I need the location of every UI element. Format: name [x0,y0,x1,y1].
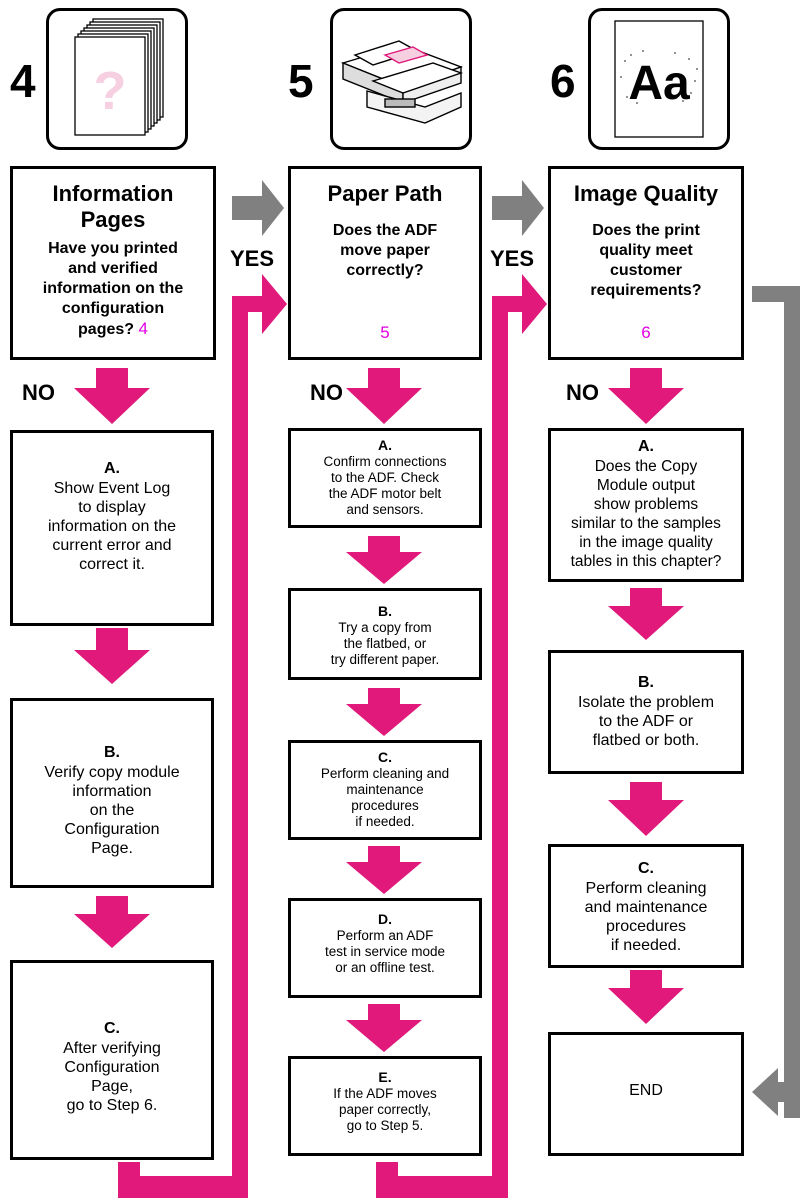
step-5c-box: C. Perform cleaning and maintenance proc… [288,740,482,840]
box-text: Isolate the problem to the ADF or flatbe… [577,694,715,749]
step-4c-box: C. After verifying Configuration Page, g… [10,960,214,1160]
scanner-adf-icon [330,8,472,150]
box-label: C. [378,749,392,765]
gray-arrow-5-to-6 [492,180,544,236]
no-label-5: NO [310,380,343,405]
gray-arrow-4-to-5 [232,180,284,236]
svg-text:?: ? [94,61,127,121]
step-6a-box: A. Does the Copy Module output show prob… [548,428,744,582]
box-question: Does the print quality meet customer req… [590,222,702,299]
step-5a-box: A. Confirm connections to the ADF. Check… [288,428,482,528]
ref-number: 4 [138,319,148,338]
box-text: Verify copy module information on the Co… [44,764,180,857]
magenta-path-4-to-5 [118,274,287,1198]
box-label: B. [638,674,654,691]
step-number-5: 5 [288,55,314,107]
ref-number: 6 [641,323,651,342]
box-question: Have you printed and verified informatio… [42,240,184,338]
box-text: Perform cleaning and maintenance procedu… [584,880,708,954]
box-title: Paper Path [327,181,443,206]
step-box-paper-path: Paper Path Does the ADF move paper corre… [288,166,482,360]
box-title: Image Quality [573,181,719,206]
box-label: B. [378,603,392,619]
down-arrows-col5 [346,368,422,1052]
no-label-4: NO [22,380,55,405]
yes-label-5: YES [490,246,535,271]
box-text: Perform cleaning and maintenance procedu… [320,766,450,829]
end-box: END [548,1032,744,1156]
box-label: A. [638,438,654,455]
yes-label-4: YES [230,246,275,271]
step-4a-box: A. Show Event Log to display information… [10,430,214,626]
gray-path-end [752,286,800,1118]
box-label: D. [378,911,392,927]
box-text: If the ADF moves paper correctly, go to … [333,1086,437,1133]
box-question: Does the ADF move paper correctly? [332,222,438,279]
box-text: Try a copy from the flatbed, or try diff… [330,620,440,667]
step-5e-box: E. If the ADF moves paper correctly, go … [288,1056,482,1156]
box-label: C. [638,860,654,877]
no-label-6: NO [566,380,599,405]
svg-text:Aa: Aa [628,57,690,110]
step-5b-box: B. Try a copy from the flatbed, or try d… [288,588,482,680]
box-label: B. [104,744,120,761]
box-text: Perform an ADF test in service mode or a… [324,928,446,975]
down-arrows-col6 [608,368,684,1024]
magenta-path-5-to-6 [376,274,547,1198]
box-label: C. [104,1020,120,1037]
image-quality-aa-icon: Aa [588,8,730,150]
step-4b-box: B. Verify copy module information on the… [10,698,214,888]
box-text: Show Event Log to display information on… [47,480,177,573]
box-text: After verifying Configuration Page, go t… [63,1040,161,1114]
step-number-4: 4 [10,55,36,107]
box-label: E. [378,1069,392,1085]
ref-number: 5 [380,323,390,342]
box-label: A. [104,460,120,477]
step-number-6: 6 [550,55,576,107]
step-box-image-quality: Image Quality Does the print quality mee… [548,166,744,360]
stacked-pages-question-icon: ? [46,8,188,150]
box-text: Confirm connections to the ADF. Check th… [323,454,447,517]
step-6b-box: B. Isolate the problem to the ADF or fla… [548,650,744,774]
end-label: END [629,1082,663,1099]
down-arrows-col4 [74,368,150,948]
box-text: Does the Copy Module output show problem… [570,458,722,570]
box-label: A. [378,437,392,453]
step-5d-box: D. Perform an ADF test in service mode o… [288,898,482,998]
step-6c-box: C. Perform cleaning and maintenance proc… [548,844,744,968]
